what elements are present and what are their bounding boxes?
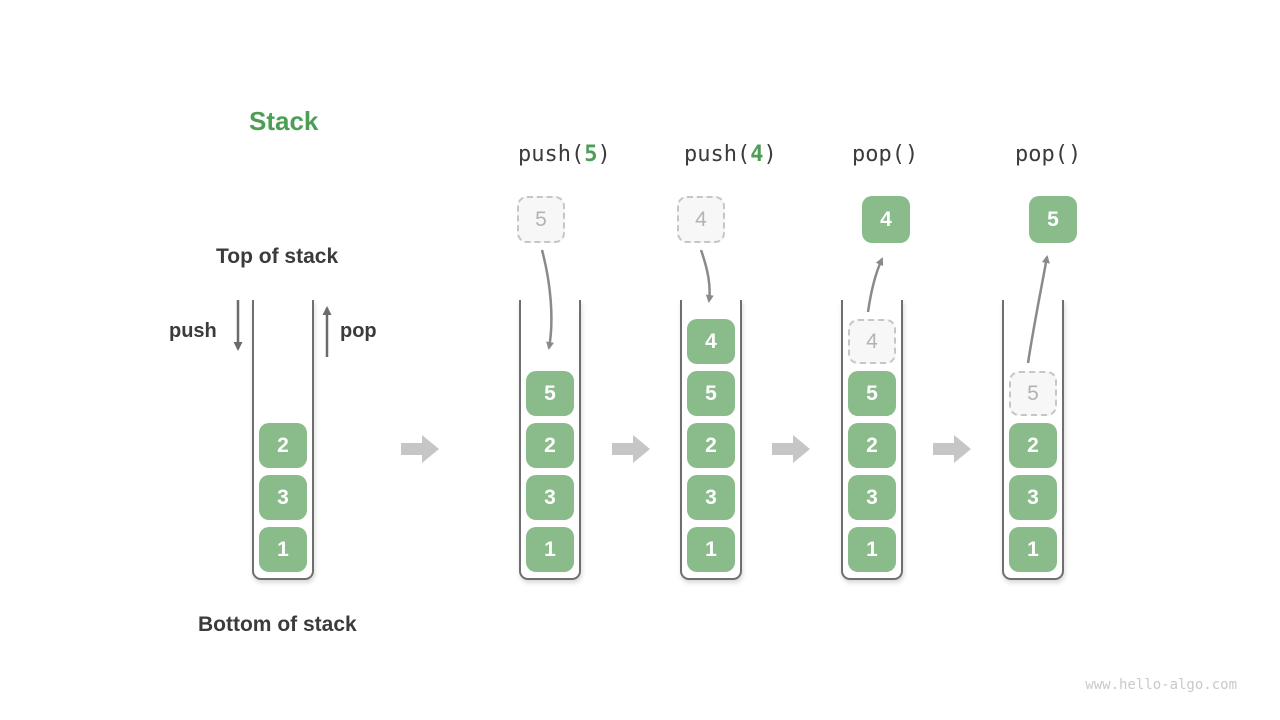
bottom-of-stack-label: Bottom of stack	[198, 613, 357, 636]
step-block-arrow	[401, 435, 439, 463]
step-block-arrow	[772, 435, 810, 463]
op-arg: 4	[750, 142, 764, 167]
op-text: push(	[684, 142, 751, 167]
stack-item: 5	[848, 371, 896, 416]
stack-item: 2	[1009, 423, 1057, 468]
stack-item: 2	[687, 423, 735, 468]
site-watermark: www.hello-algo.com	[1085, 677, 1237, 693]
diagram-title: Stack	[249, 106, 319, 136]
stack-item: 4	[687, 319, 735, 364]
op-text: push(	[518, 142, 585, 167]
op-text: )	[597, 142, 611, 167]
stack-container-after-pop-4: 4 5 2 3 1	[841, 300, 903, 580]
stack-item: 3	[848, 475, 896, 520]
stack-item: 3	[687, 475, 735, 520]
op-text: )	[763, 142, 777, 167]
stack-item: 2	[259, 423, 307, 468]
stack-item: 1	[1009, 527, 1057, 572]
top-of-stack-label: Top of stack	[216, 245, 339, 268]
stack-item: 1	[848, 527, 896, 572]
stack-container-after-push-4: 4 5 2 3 1	[680, 300, 742, 580]
floating-value-popped-4: 4	[862, 196, 910, 243]
stack-container-after-push-5: 5 2 3 1	[519, 300, 581, 580]
op-arg: 5	[584, 142, 598, 167]
stack-container-initial: 2 3 1	[252, 300, 314, 580]
op-label-pop-1: pop()	[852, 142, 918, 167]
floating-value-popped-5: 5	[1029, 196, 1077, 243]
stack-item: 1	[526, 527, 574, 572]
step-block-arrow	[612, 435, 650, 463]
stack-item-ghost: 5	[1009, 371, 1057, 416]
stack-item: 2	[526, 423, 574, 468]
stack-item: 5	[687, 371, 735, 416]
pop-direction-label: pop	[340, 320, 377, 342]
stack-item: 1	[259, 527, 307, 572]
stack-item: 5	[526, 371, 574, 416]
push-4-flow-arrow	[699, 249, 714, 303]
op-text: pop()	[852, 142, 919, 167]
stack-item: 3	[526, 475, 574, 520]
floating-value-push-5: 5	[517, 196, 565, 243]
stack-item-ghost: 4	[848, 319, 896, 364]
op-label-push-4: push(4)	[684, 142, 777, 167]
stack-item: 3	[259, 475, 307, 520]
stack-item: 1	[687, 527, 735, 572]
op-label-pop-2: pop()	[1015, 142, 1081, 167]
stack-item: 2	[848, 423, 896, 468]
op-text: pop()	[1015, 142, 1082, 167]
step-block-arrow	[933, 435, 971, 463]
stack-item: 3	[1009, 475, 1057, 520]
stack-container-after-pop-5: 5 2 3 1	[1002, 300, 1064, 580]
floating-value-push-4: 4	[677, 196, 725, 243]
push-direction-label: push	[169, 320, 217, 342]
op-label-push-5: push(5)	[518, 142, 611, 167]
